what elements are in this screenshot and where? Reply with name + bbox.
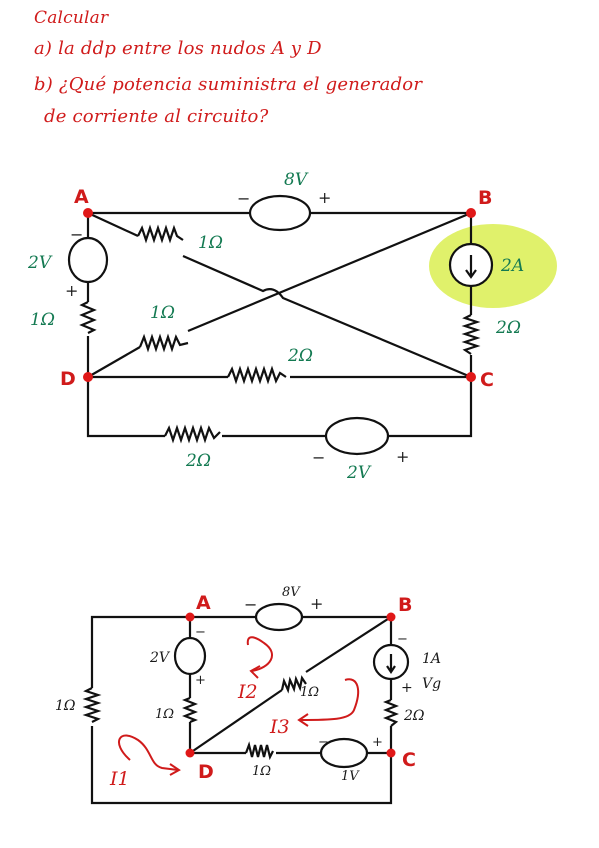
source-2v-bottom-minus: − (312, 448, 325, 467)
source-2v-bottom-value: 2V (346, 463, 372, 483)
node-c-dot-b (386, 748, 396, 758)
wire-bottom-source-c (388, 377, 473, 438)
source-2v-left-value: 2V (27, 253, 53, 273)
resistor-left (79, 301, 97, 334)
resistor-a-cross-label: 1Ω (198, 233, 223, 253)
node-a-label-b: A (196, 592, 211, 614)
node-a-dot-b (185, 612, 195, 622)
problem-title: Calcular (34, 8, 109, 28)
node-b-dot-b (386, 612, 396, 622)
wire-cross-a-to-c (182, 254, 472, 379)
wire-cross-d-to-b (187, 211, 472, 333)
loop-i3-arrow-icon (299, 678, 360, 721)
loop-i1-arrowhead-icon (169, 763, 181, 776)
node-c-dot (466, 372, 476, 382)
voltage-source-2v-bottom (324, 416, 390, 456)
source-8v-plus: + (318, 188, 331, 207)
source-2v-b-value: 2V (149, 650, 171, 666)
loop-i3-arrowhead-icon (297, 713, 309, 727)
voltage-source-8v (248, 194, 312, 232)
source-1v-plus: + (372, 735, 383, 750)
source-1v-minus: − (318, 735, 329, 750)
source-2v-bottom-plus: + (396, 447, 409, 466)
wire-d-bottom (86, 377, 165, 438)
problem-item-a: a) la ddp entre los nudos A y D (34, 38, 322, 59)
source-2v-left-plus: + (65, 281, 78, 300)
node-a-label: A (74, 186, 89, 208)
loop-i1-arrow-icon (118, 734, 179, 771)
voltage-source-8v-b (254, 602, 304, 632)
wire-outer-top (90, 615, 190, 688)
wire-d-cross (87, 346, 141, 378)
resistor-left-label: 1Ω (30, 310, 55, 330)
resistor-dc-b-label: 1Ω (252, 764, 271, 779)
resistor-dc (227, 365, 287, 385)
resistor-d-cross (138, 333, 189, 353)
source-2v-left-minus: − (70, 225, 83, 244)
wire-diag-upper (305, 616, 392, 673)
node-c-label-b: C (402, 749, 416, 771)
current-source-1a-arrow-icon (386, 654, 396, 674)
current-source-1a-vg: Vg (422, 676, 441, 692)
source-8v-b-value: 8V (282, 585, 301, 600)
top-circuit: A B C D 8V − + 1Ω − + 2V 1Ω 1Ω 2Ω 2A 2Ω … (27, 170, 557, 483)
source-8v-value: 8V (284, 170, 309, 190)
node-d-dot (83, 372, 93, 382)
node-b-label: B (478, 187, 492, 209)
problem-item-b: b) ¿Qué potencia suministra el generador (34, 74, 423, 95)
loop-i3-label: I3 (269, 716, 290, 738)
node-d-label: D (60, 368, 76, 390)
loop-i2-label: I2 (237, 681, 258, 703)
wire-a-cross (87, 212, 139, 237)
current-source-1a-plus: + (401, 680, 413, 696)
source-1v-value: 1V (341, 769, 360, 784)
resistor-diag (280, 675, 307, 694)
resistor-dc-bottom (244, 741, 274, 761)
loop-i2-arrowhead-icon (249, 665, 261, 679)
current-source-1a-minus: − (397, 632, 408, 647)
wire-outer-left-down (90, 726, 393, 805)
node-b-label-b: B (398, 594, 412, 616)
resistor-right-bottom (383, 698, 399, 727)
voltage-source-2v-b (173, 636, 207, 676)
resistor-outer-left-label: 1Ω (55, 698, 76, 714)
node-d-label-b: D (198, 761, 214, 783)
resistor-right (461, 314, 481, 355)
resistor-ad-label: 1Ω (155, 707, 174, 722)
node-a-dot (83, 208, 93, 218)
node-b-dot (466, 208, 476, 218)
resistor-ad (182, 696, 198, 724)
resistor-d-cross-label: 1Ω (150, 303, 175, 323)
resistor-diag-label: 1Ω (300, 685, 319, 700)
source-2v-b-plus: + (195, 673, 206, 688)
source-8v-b-minus: − (244, 595, 257, 614)
source-8v-b-plus: + (310, 594, 323, 613)
wire-diag-lower (189, 689, 283, 754)
voltage-source-2v-left (67, 236, 109, 284)
voltage-source-1v (319, 737, 369, 769)
resistor-dc-label: 2Ω (287, 346, 313, 366)
resistor-bottom (164, 424, 221, 444)
resistor-right-label: 2Ω (495, 318, 521, 338)
loop-i2-arrow-icon (246, 636, 273, 672)
source-8v-minus: − (237, 189, 250, 208)
bottom-circuit: A B C D 8V − + 2V − + 1Ω 1Ω 1Ω − 1A + Vg… (55, 585, 441, 805)
source-2v-b-minus: − (195, 625, 206, 640)
resistor-right-b-label: 2Ω (403, 708, 425, 724)
current-source-value: 2A (500, 256, 524, 276)
resistor-outer-left (82, 687, 102, 723)
node-c-label: C (480, 369, 494, 391)
resistor-a-cross (137, 224, 184, 244)
problem-item-b-cont: de corriente al circuito? (44, 106, 269, 127)
resistor-bottom-label: 2Ω (185, 451, 211, 471)
node-d-dot-b (185, 748, 195, 758)
current-source-1a-value: 1A (422, 651, 441, 667)
loop-i1-label: I1 (109, 768, 130, 790)
current-source-arrow-icon (465, 255, 477, 279)
